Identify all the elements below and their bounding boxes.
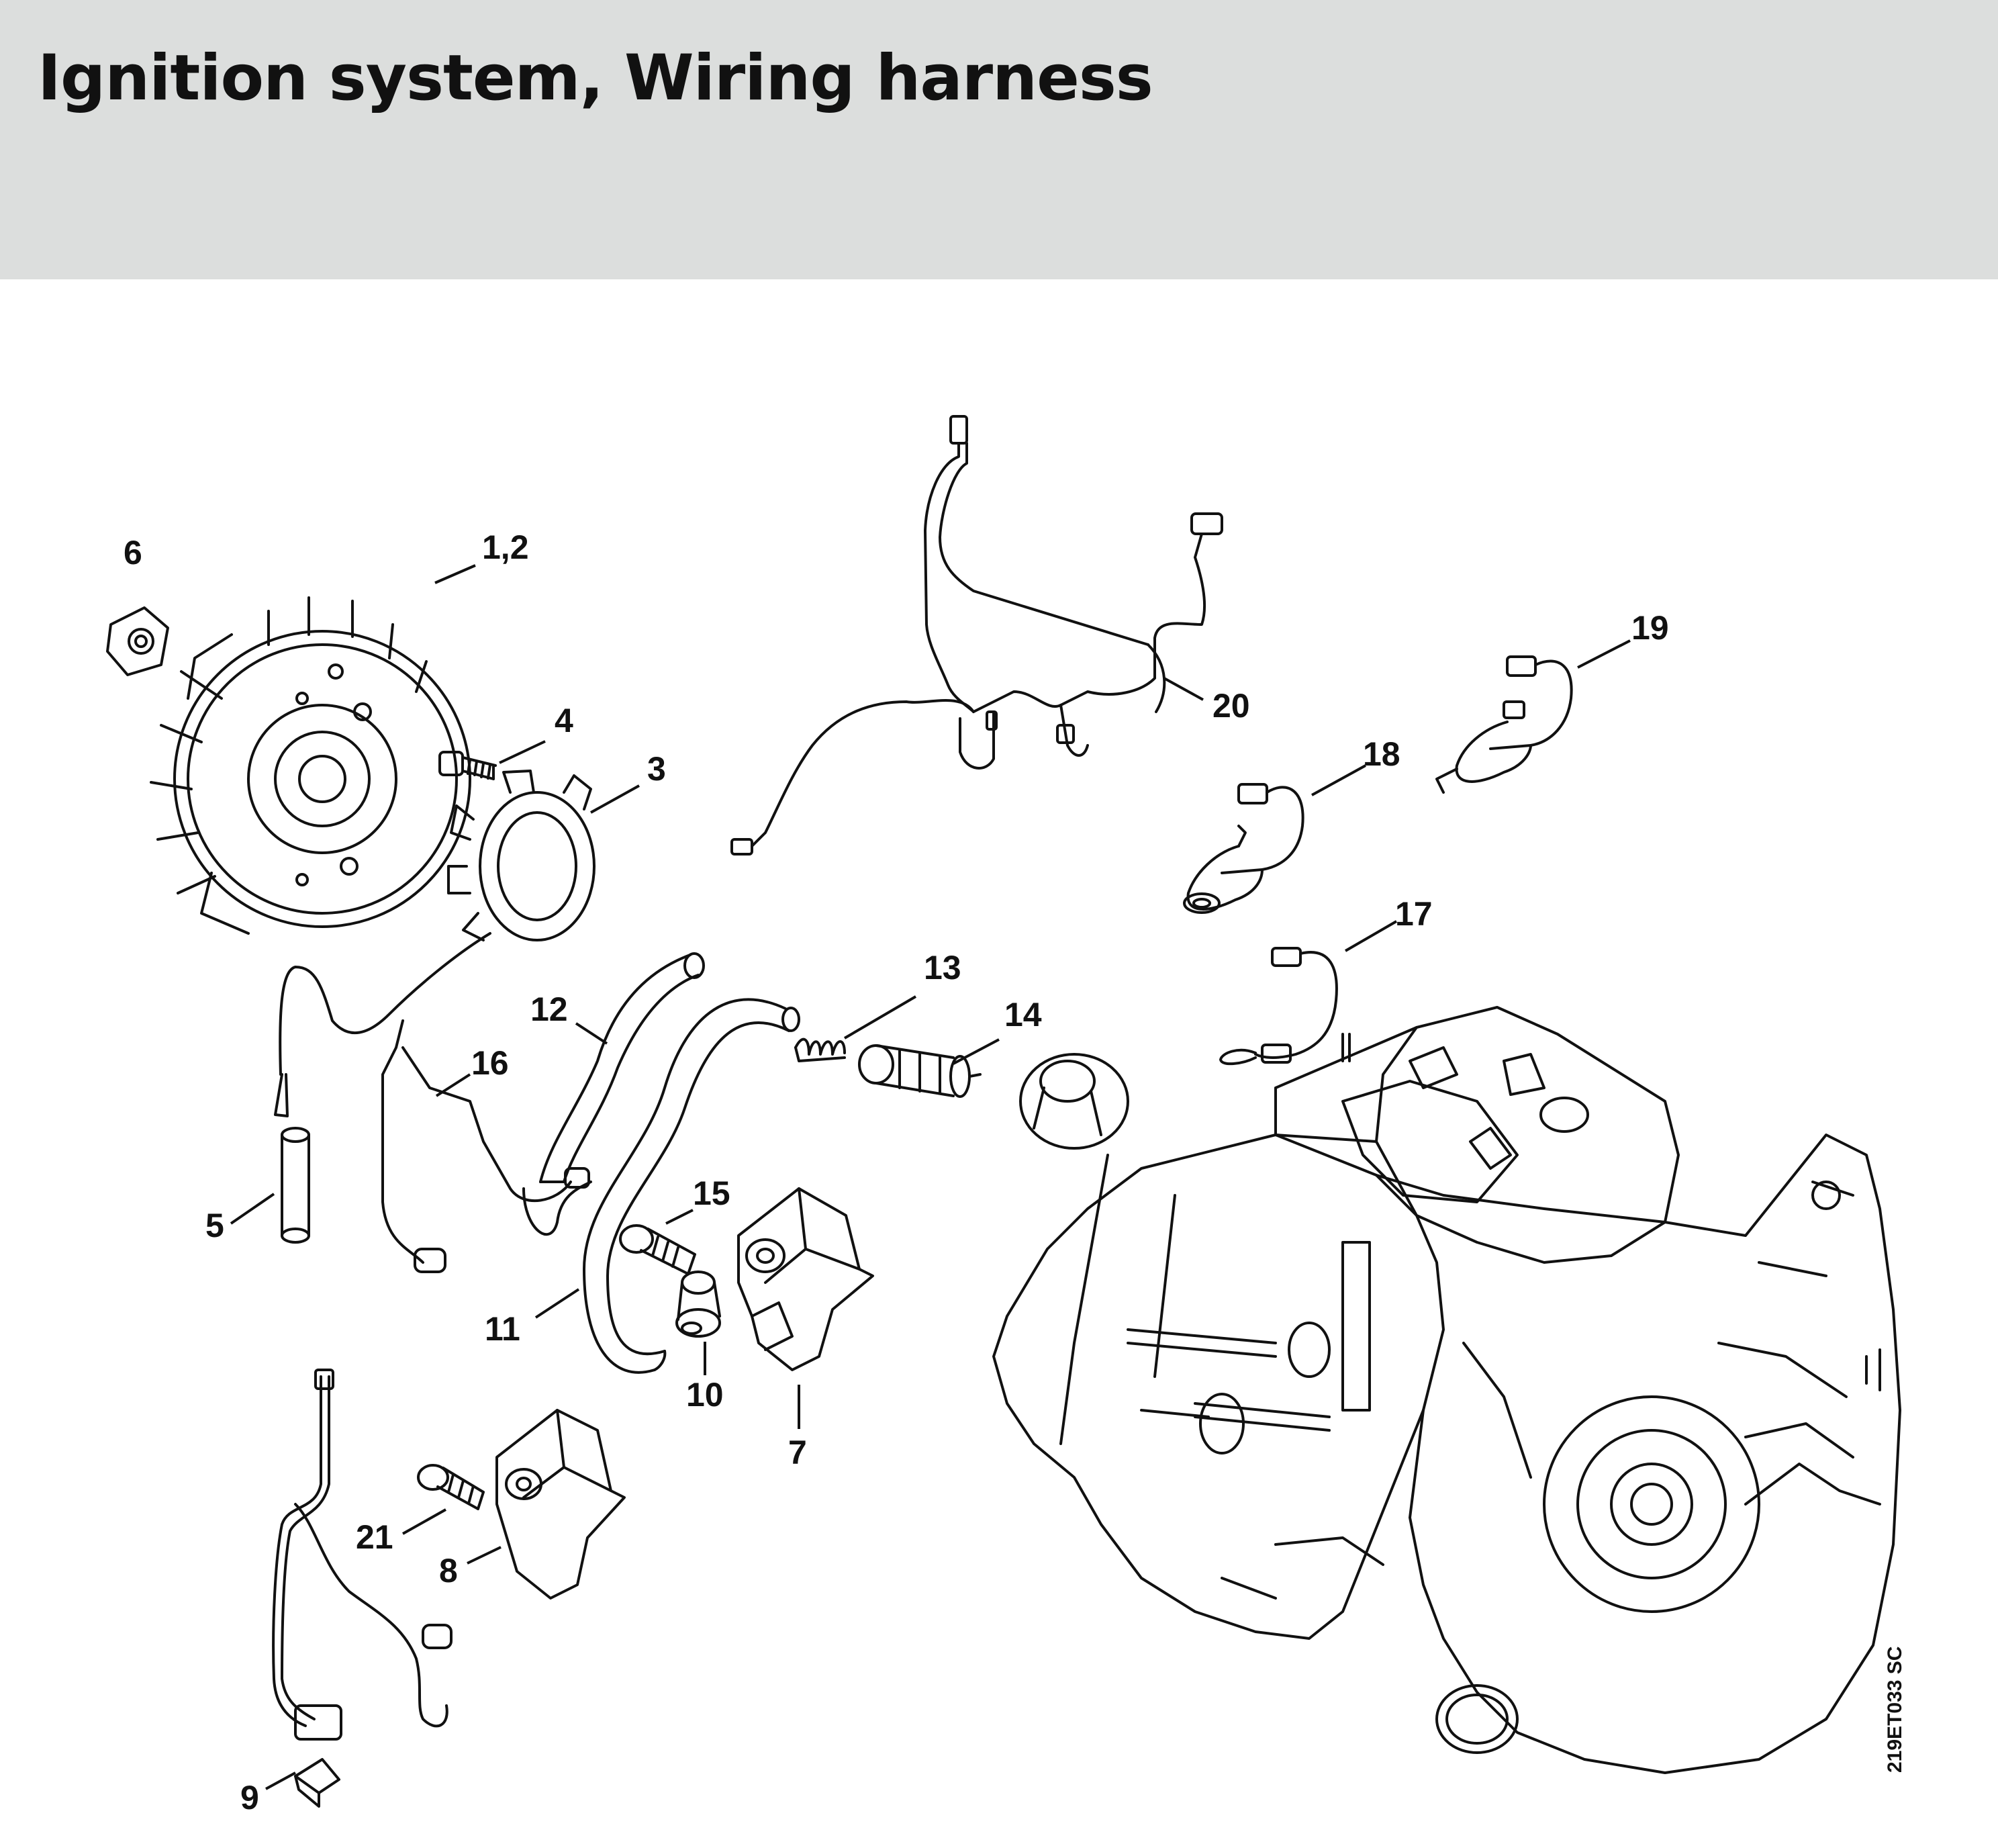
callout-4: 4 xyxy=(555,702,573,739)
callout-11: 11 xyxy=(485,1310,520,1348)
page-title: Ignition system, Wiring harness xyxy=(38,42,1153,115)
screw-part-4 xyxy=(438,751,497,780)
leader-21 xyxy=(402,1508,446,1535)
callout-13: 13 xyxy=(924,949,961,986)
callout-1-2: 1,2 xyxy=(482,528,529,566)
spring-part xyxy=(794,1037,846,1062)
leader-lines xyxy=(230,564,1631,1790)
flywheel-part xyxy=(150,596,471,935)
pin-part xyxy=(281,1127,310,1244)
callout-12: 12 xyxy=(530,990,568,1028)
callout-15: 15 xyxy=(693,1174,730,1212)
leader-1-2 xyxy=(434,564,476,584)
leader-19 xyxy=(1577,639,1631,669)
leader-11 xyxy=(534,1288,580,1319)
wire-part-19 xyxy=(1435,655,1573,794)
callout-7: 7 xyxy=(788,1434,807,1471)
leader-3 xyxy=(590,784,640,814)
grommet-part xyxy=(1019,1053,1129,1150)
leader-16 xyxy=(435,1073,471,1097)
callout-3: 3 xyxy=(647,750,666,788)
nut-part xyxy=(106,606,169,676)
ignition-module-part-8 xyxy=(495,1409,626,1600)
engine-crankcase-part xyxy=(992,1006,1901,1774)
callout-8: 8 xyxy=(439,1552,458,1589)
leader-20 xyxy=(1163,677,1204,701)
leader-12 xyxy=(575,1022,608,1045)
callout-6: 6 xyxy=(124,534,142,571)
callout-19: 19 xyxy=(1631,609,1669,647)
callout-18: 18 xyxy=(1363,735,1400,773)
wire-part-18 xyxy=(1183,783,1304,914)
wiring-harness-part-lower xyxy=(272,1369,453,1741)
drawing-reference-code: 219ET033 SC xyxy=(1884,1646,1906,1773)
leader-13 xyxy=(843,995,917,1040)
short-circuit-wire-part xyxy=(381,1019,592,1273)
spark-plug-boot-part xyxy=(858,1044,982,1098)
callout-10: 10 xyxy=(686,1376,724,1414)
wiring-harness-part-20 xyxy=(730,415,1223,856)
leader-5 xyxy=(230,1193,275,1225)
callout-5: 5 xyxy=(205,1207,224,1244)
leader-8 xyxy=(467,1546,502,1565)
leader-17 xyxy=(1344,920,1398,952)
hose-part-12 xyxy=(539,952,705,1183)
leader-9 xyxy=(265,1771,296,1790)
leader-14 xyxy=(953,1038,1000,1065)
connector-part-9 xyxy=(294,1758,340,1808)
hose-part-11 xyxy=(583,998,800,1374)
callout-16: 16 xyxy=(471,1044,509,1082)
callout-17: 17 xyxy=(1395,895,1433,933)
plug-part-10 xyxy=(675,1270,721,1338)
callout-9: 9 xyxy=(240,1779,259,1816)
leader-4 xyxy=(499,740,546,764)
generator-stator-part xyxy=(274,770,596,1117)
leader-15 xyxy=(665,1209,694,1225)
ground-wire-part-17 xyxy=(1219,947,1338,1066)
screw-part-21 xyxy=(417,1464,485,1510)
screw-part-15 xyxy=(619,1224,696,1275)
callout-20: 20 xyxy=(1212,687,1250,725)
header-band: Ignition system, Wiring harness xyxy=(0,0,1998,279)
leader-18 xyxy=(1311,764,1366,796)
ignition-module-part-7 xyxy=(737,1187,874,1371)
callout-21: 21 xyxy=(356,1518,393,1556)
callout-14: 14 xyxy=(1004,996,1042,1033)
